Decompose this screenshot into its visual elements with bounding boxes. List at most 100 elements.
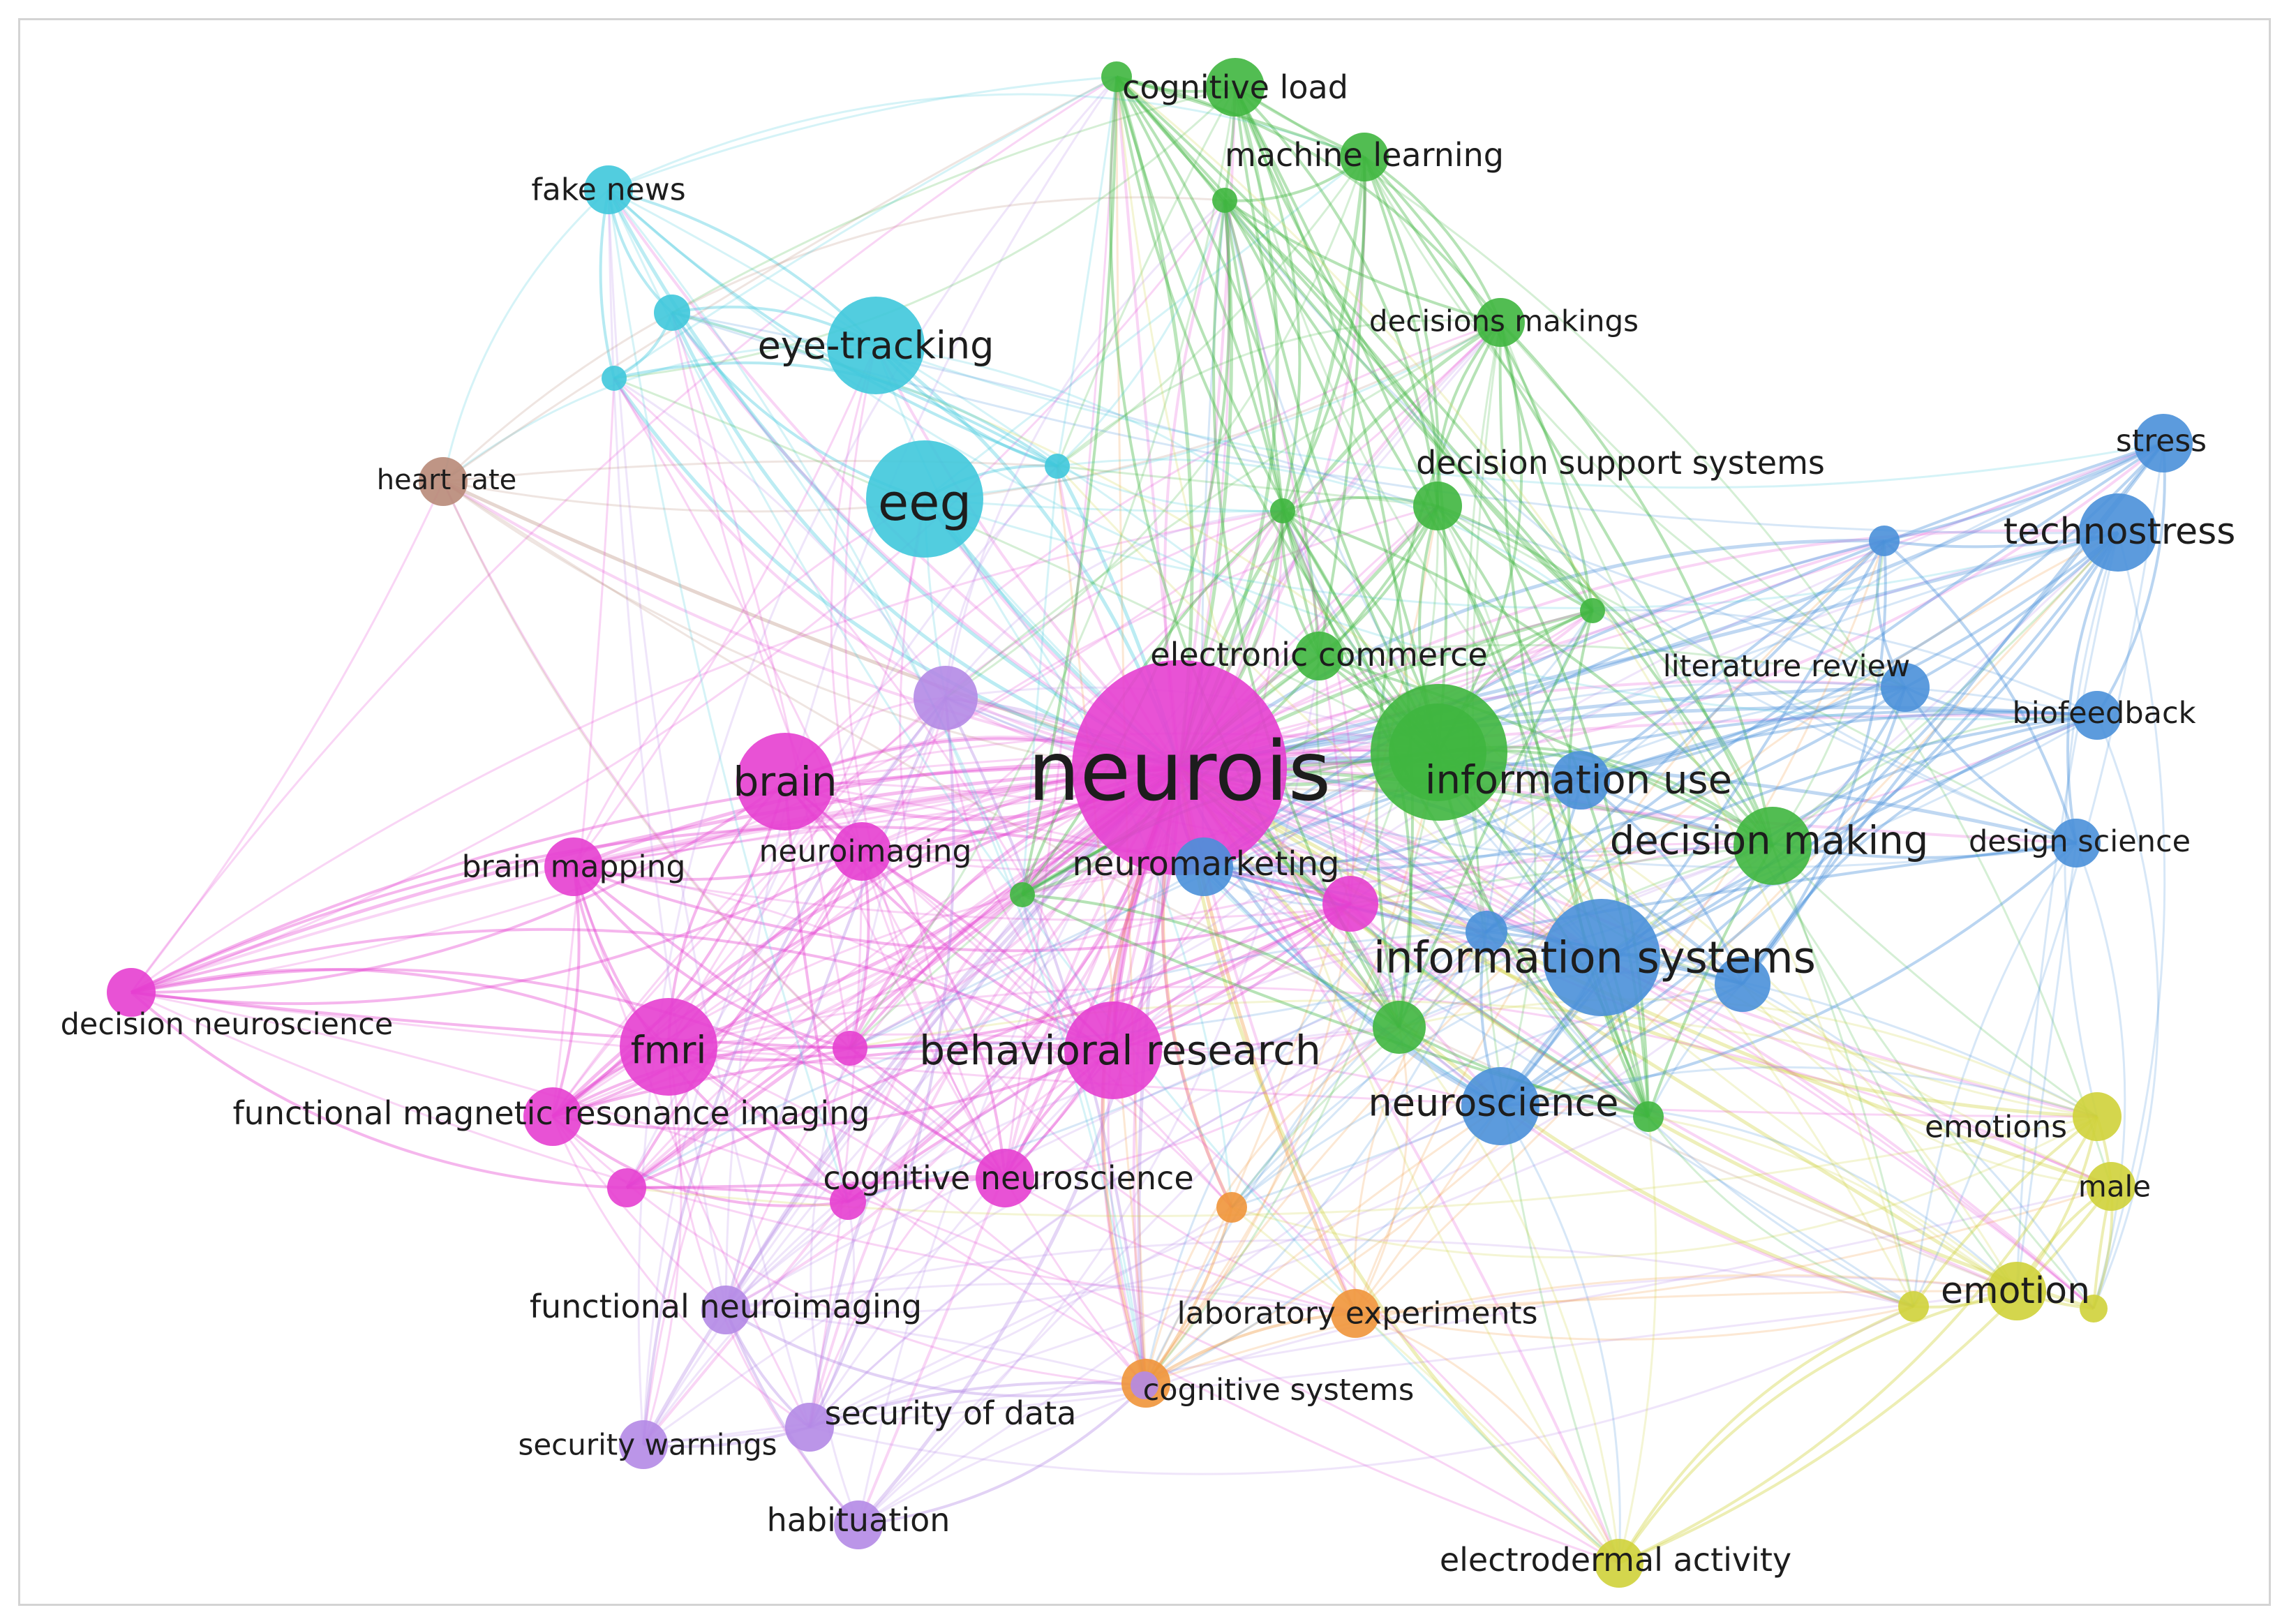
node-behavioral-research[interactable] [1064, 1001, 1162, 1099]
node-brain[interactable] [736, 733, 834, 830]
edge-327 [924, 498, 2119, 609]
node-unlabeled-21[interactable] [1869, 526, 1900, 556]
edge-236 [899, 498, 1006, 1179]
node-unlabeled-8[interactable] [1633, 1101, 1664, 1132]
node-neurois[interactable] [1072, 660, 1287, 875]
node-unlabeled-10[interactable] [830, 1184, 866, 1220]
node-emotions[interactable] [2073, 1092, 2122, 1141]
label-cognitive-neuroscience: cognitive neuroscience [823, 1159, 1193, 1197]
label-eye-tracking: eye-tracking [758, 324, 994, 368]
node-neuroimaging[interactable] [833, 822, 891, 881]
node-unlabeled-12[interactable] [1898, 1291, 1929, 1322]
node-eye-tracking[interactable] [827, 297, 925, 394]
edge-561 [626, 930, 1487, 1189]
node-unlabeled-9[interactable] [607, 1168, 646, 1207]
edge-308 [1354, 539, 1886, 1314]
node-unlabeled-14[interactable] [654, 295, 690, 331]
edge-390 [945, 321, 1501, 699]
edge-307 [1355, 1305, 1914, 1341]
node-unlabeled-17[interactable] [1101, 61, 1132, 92]
edge-61 [1179, 766, 2077, 844]
edge-357 [442, 75, 1117, 483]
edge-590 [1116, 75, 1915, 1307]
edge-285 [857, 779, 1582, 1526]
edge-232 [551, 378, 616, 1117]
edge-577 [1398, 610, 1594, 1028]
node-fake-news[interactable] [584, 165, 633, 214]
edge-52 [1179, 441, 2165, 770]
edge-146 [551, 781, 786, 1118]
edge-589 [671, 311, 1915, 1307]
node-unlabeled-13[interactable] [2080, 1295, 2108, 1323]
node-stress[interactable] [2134, 414, 2193, 472]
node-unlabeled-16[interactable] [1045, 454, 1070, 479]
node-cognitive-load[interactable] [1206, 58, 1265, 117]
node-electronic-commerce[interactable] [1295, 632, 1343, 680]
edge-268 [637, 75, 1118, 1445]
node-functional-magnetic-resonance-imaging[interactable] [523, 1087, 582, 1146]
node-unlabeled-20[interactable] [1580, 598, 1605, 623]
node-security-of-data[interactable] [785, 1403, 834, 1452]
edge-199 [572, 865, 1006, 1179]
node-literature-review[interactable] [1881, 663, 1930, 712]
node-biofeedback[interactable] [2073, 691, 2122, 740]
edge-388 [1499, 322, 1906, 689]
node-technostress[interactable] [2079, 493, 2157, 572]
node-decision-making[interactable] [1733, 807, 1812, 885]
node-eeg[interactable] [866, 440, 983, 558]
node-unlabeled-11[interactable] [1216, 1192, 1247, 1223]
node-decisions-makings[interactable] [1476, 298, 1525, 347]
node-design-science[interactable] [2052, 819, 2101, 867]
edge-424 [1223, 199, 1440, 753]
edge-353 [442, 480, 2018, 1293]
node-unlabeled-7[interactable] [833, 1031, 867, 1066]
node-unlabeled-5[interactable] [1715, 956, 1770, 1012]
edge-244 [1004, 76, 1118, 1179]
node-neuroscience[interactable] [1461, 1067, 1539, 1145]
node-neuromarketing[interactable] [1175, 837, 1233, 896]
node-unlabeled-22[interactable] [1010, 882, 1035, 907]
node-functional-neuroimaging[interactable] [701, 1286, 750, 1334]
edge-54 [1179, 530, 2119, 770]
node-male[interactable] [2087, 1162, 2135, 1211]
edge-481 [1912, 842, 2078, 1307]
label-neuroimaging: neuroimaging [759, 834, 972, 870]
node-unlabeled-18[interactable] [1212, 188, 1237, 213]
node-unlabeled-6[interactable] [1373, 1001, 1426, 1054]
node-electrodermal-activity[interactable] [1595, 1539, 1643, 1588]
node-fmri[interactable] [620, 998, 717, 1096]
edge-352 [442, 321, 1501, 513]
node-unlabeled-2[interactable] [1551, 751, 1610, 810]
node-heart-rate[interactable] [419, 457, 468, 506]
node-decision-support-systems[interactable] [1413, 482, 1462, 530]
edge-172 [552, 1046, 1114, 1118]
node-unlabeled-4[interactable] [1466, 911, 1507, 953]
node-unlabeled-0[interactable] [914, 666, 978, 730]
edge-479 [1580, 779, 2077, 859]
node-unlabeled-3[interactable] [1322, 876, 1378, 932]
edge-355 [442, 481, 851, 1050]
node-cognitive-neuroscience[interactable] [976, 1149, 1034, 1207]
node-unlabeled-19[interactable] [1270, 498, 1295, 523]
node-information-systems[interactable] [1543, 899, 1660, 1016]
node-emotion[interactable] [1988, 1262, 2046, 1320]
edge-546 [1231, 780, 1582, 1209]
node-brain-mapping[interactable] [544, 837, 603, 896]
node-habituation[interactable] [834, 1500, 883, 1549]
edge-215 [131, 991, 1620, 1565]
node-unlabeled-1[interactable] [1389, 703, 1486, 801]
edge-310 [1203, 844, 1773, 868]
edge-207 [572, 865, 851, 1050]
edge-209 [573, 865, 1233, 1209]
edge-160 [642, 1046, 683, 1445]
edge-21 [808, 766, 1181, 1428]
edge-306 [1354, 1027, 1409, 1314]
node-unlabeled-15[interactable] [602, 366, 627, 391]
node-machine-learning[interactable] [1340, 133, 1389, 181]
node-unlabeled-23[interactable] [1131, 1371, 1158, 1399]
node-decision-neuroscience[interactable] [107, 968, 156, 1017]
edge-428 [1771, 714, 2098, 847]
node-security-warnings[interactable] [619, 1420, 668, 1469]
edge-223 [551, 1116, 810, 1429]
node-laboratory-experiments[interactable] [1331, 1289, 1380, 1338]
